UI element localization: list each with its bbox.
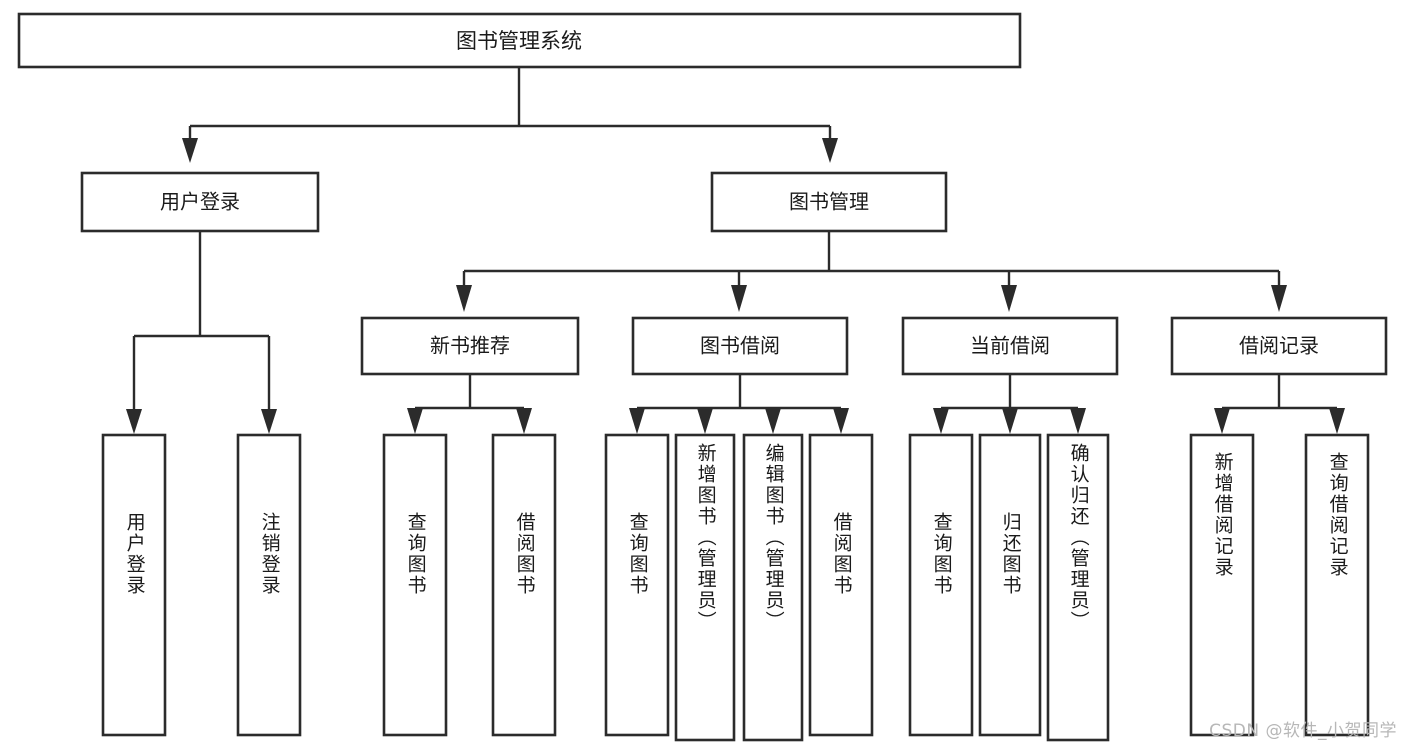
node-box <box>17 12 1022 69</box>
leaf-box-confirm-return-admin[interactable] <box>1046 433 1110 742</box>
arrowhead-current-borrow-leaf-3 <box>1070 408 1086 434</box>
leaf-box-query-book-3[interactable] <box>908 433 974 737</box>
node-new-book-recommend[interactable]: 新书推荐 <box>360 316 580 376</box>
node-borrow-record[interactable]: 借阅记录 <box>1170 316 1388 376</box>
node-box <box>631 316 849 376</box>
leaf-box-logout-login[interactable] <box>236 433 302 737</box>
node-book-management-system[interactable]: 图书管理系统 <box>17 12 1022 69</box>
arrowhead-borrow-record-leaf-2 <box>1329 408 1345 434</box>
arrowhead-book-borrow-leaf-2 <box>697 408 713 434</box>
node-box <box>1170 316 1388 376</box>
leaf-box-query-book-1[interactable] <box>382 433 448 737</box>
arrowhead-borrow-record-leaf-1 <box>1214 408 1230 434</box>
node-label: 图书管理 <box>789 190 869 214</box>
csdn-watermark: CSDN @软件_小贺同学 <box>1209 721 1397 741</box>
node-label: 用户登录 <box>160 190 240 214</box>
arrowhead-bm-to-borrow-record <box>1271 285 1287 312</box>
leaf-box-add-borrow-record[interactable] <box>1189 433 1255 737</box>
leaf-box-borrow-book-1[interactable] <box>491 433 557 737</box>
leaf-box-user-login[interactable] <box>101 433 167 737</box>
arrowhead-book-borrow-leaf-1 <box>629 408 645 434</box>
leaf-box-add-book-admin[interactable] <box>674 433 736 742</box>
node-box <box>360 316 580 376</box>
node-box <box>710 171 948 233</box>
arrowhead-current-borrow-leaf-2 <box>1002 408 1018 434</box>
node-user-login[interactable]: 用户登录 <box>80 171 320 233</box>
arrowhead-user-login-leaf-1 <box>126 409 142 434</box>
node-book-management[interactable]: 图书管理 <box>710 171 948 233</box>
leaf-box-borrow-book-2[interactable] <box>808 433 874 737</box>
leaf-box-query-borrow-record[interactable] <box>1304 433 1370 737</box>
arrowhead-current-borrow-leaf-1 <box>933 408 949 434</box>
node-book-borrow[interactable]: 图书借阅 <box>631 316 849 376</box>
arrowhead-new-book-leaf-1 <box>407 408 423 434</box>
arrowhead-book-borrow-leaf-3 <box>765 408 781 434</box>
arrowhead-user-login-leaf-2 <box>261 409 277 434</box>
node-box <box>901 316 1119 376</box>
node-label: 当前借阅 <box>970 334 1050 358</box>
arrowhead-bm-to-book-borrow <box>731 285 747 312</box>
arrowhead-bm-to-new-book <box>456 285 472 312</box>
node-label: 图书借阅 <box>700 334 780 358</box>
node-label: 新书推荐 <box>430 334 510 358</box>
node-current-borrow[interactable]: 当前借阅 <box>901 316 1119 376</box>
leaf-box-query-book-2[interactable] <box>604 433 670 737</box>
arrowhead-new-book-leaf-2 <box>516 408 532 434</box>
leaf-box-edit-book-admin[interactable] <box>742 433 804 742</box>
arrowhead-bm-to-current-borrow <box>1001 285 1017 312</box>
node-label: 图书管理系统 <box>456 29 582 53</box>
arrowhead-root-to-user-login <box>182 138 198 163</box>
node-label: 借阅记录 <box>1239 334 1319 358</box>
arrowhead-book-borrow-leaf-4 <box>833 408 849 434</box>
arrowhead-root-to-book-management <box>822 138 838 163</box>
leaf-box-return-book[interactable] <box>978 433 1042 737</box>
